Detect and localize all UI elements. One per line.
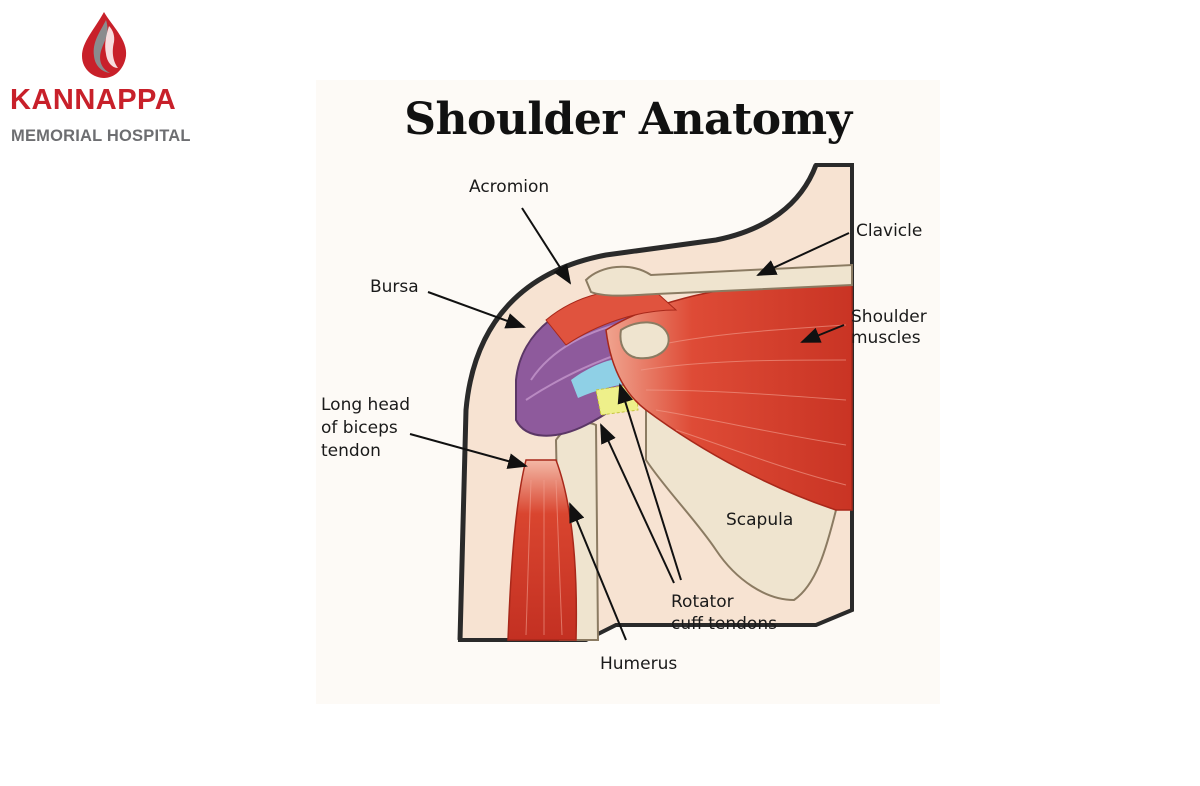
shoulder-illustration bbox=[409, 163, 854, 642]
label-rotator-cuff-1: Rotator bbox=[671, 592, 734, 612]
label-humerus: Humerus bbox=[600, 654, 678, 674]
label-shoulder-muscles-1: Shoulder bbox=[851, 307, 927, 327]
label-acromion: Acromion bbox=[469, 177, 550, 197]
label-biceps-2: of biceps bbox=[321, 418, 398, 438]
clavicle-bone bbox=[584, 263, 853, 297]
logo-name: KANNAPPA bbox=[10, 84, 177, 116]
label-rotator-cuff-2: cuff tendons bbox=[671, 614, 777, 634]
biceps-muscle bbox=[507, 459, 578, 641]
label-scapula: Scapula bbox=[726, 510, 794, 530]
label-bursa: Bursa bbox=[370, 277, 419, 297]
label-biceps-1: Long head bbox=[321, 395, 410, 415]
label-shoulder-muscles-2: muscles bbox=[851, 328, 921, 348]
hospital-logo: KANNAPPA MEMORIAL HOSPITAL bbox=[0, 0, 220, 160]
flame-drop-icon bbox=[82, 12, 127, 78]
label-biceps-3: tendon bbox=[321, 441, 381, 461]
diagram-title: Shoulder Anatomy bbox=[404, 94, 852, 145]
logo-subtitle: MEMORIAL HOSPITAL bbox=[11, 127, 191, 145]
label-clavicle: Clavicle bbox=[856, 221, 923, 241]
leader-lines bbox=[409, 207, 850, 641]
acromion-bone bbox=[619, 321, 670, 360]
